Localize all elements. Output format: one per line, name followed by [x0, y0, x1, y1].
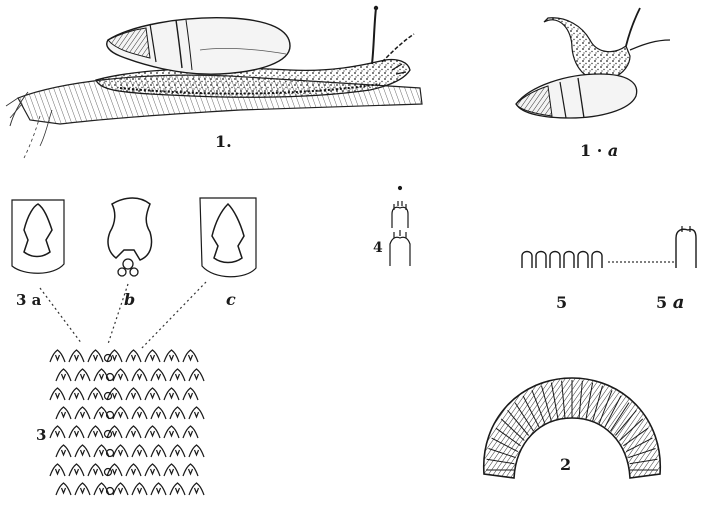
radula-tooth [107, 388, 122, 400]
radula-tooth [145, 426, 160, 438]
figure-5-tooth-row [522, 252, 602, 269]
radula-tooth [132, 369, 147, 381]
radula-tooth [75, 445, 90, 457]
radula-tooth [50, 426, 65, 438]
row-tooth [550, 252, 560, 269]
radula-tooth [113, 407, 128, 419]
radula-tooth [183, 426, 198, 438]
radula-tooth [164, 464, 179, 476]
snail-1a-foot [544, 18, 630, 80]
row-tooth [592, 252, 602, 269]
figure-3a-label: 3 a [16, 291, 42, 309]
snail-tentacle [372, 8, 376, 64]
radula-tooth [183, 464, 198, 476]
radula-tooth [69, 350, 84, 362]
figure-4-small-teeth [390, 187, 410, 267]
radula-tooth [132, 445, 147, 457]
radula-tooth [151, 369, 166, 381]
figure-5a-label: 5 a [656, 292, 684, 313]
radula-tooth [170, 407, 185, 419]
radula-tooth [56, 407, 71, 419]
radula-tooth [75, 407, 90, 419]
radula-tooth [189, 407, 204, 419]
radula-tooth [151, 407, 166, 419]
radula-tooth [50, 388, 65, 400]
radula-tooth [88, 350, 103, 362]
radula-tooth [126, 426, 141, 438]
figure-1-label: 1. [215, 132, 232, 151]
radula-tooth [69, 464, 84, 476]
radula-tooth [50, 350, 65, 362]
radula-tooth [132, 483, 147, 495]
radula-tooth [170, 445, 185, 457]
radula-tooth [75, 369, 90, 381]
radula-tooth [56, 369, 71, 381]
radula-tooth [113, 483, 128, 495]
figure-1a-snail-side-view [516, 8, 670, 118]
radula-tooth [75, 483, 90, 495]
figure-3b-lateral-tooth [108, 198, 152, 276]
figure-1-snail-on-branch [6, 6, 422, 158]
figure-3c-marginal-tooth [200, 198, 256, 277]
radula-tooth [88, 426, 103, 438]
radula-tooth [132, 407, 147, 419]
figure-5a-single-tooth [676, 229, 696, 268]
radula-tooth [170, 483, 185, 495]
figure-4-label: 4 [373, 240, 383, 256]
radula-tooth [183, 388, 198, 400]
radula-tooth [50, 464, 65, 476]
snail-tentacle [382, 34, 414, 62]
radula-tooth [151, 483, 166, 495]
figure-3b-label: b [124, 290, 135, 309]
radula-tooth [164, 350, 179, 362]
radula-tooth [145, 464, 160, 476]
radula-tooth [69, 388, 84, 400]
radula-tooth [56, 483, 71, 495]
figure-5-label: 5 [556, 293, 567, 312]
figure-2-jaw [484, 378, 661, 478]
radula-tooth [126, 350, 141, 362]
radula-tooth [126, 464, 141, 476]
radula-tooth [126, 388, 141, 400]
figure-3c-label: c [226, 290, 236, 309]
row-tooth [522, 252, 532, 269]
leader-lines [40, 282, 206, 350]
radula-tooth [189, 369, 204, 381]
radula-tooth [113, 369, 128, 381]
figure-3-radula [50, 350, 204, 495]
row-tooth [578, 252, 588, 269]
radula-tooth [107, 426, 122, 438]
radula-tooth [88, 388, 103, 400]
radula-tooth [69, 426, 84, 438]
radula-tooth [113, 445, 128, 457]
row-tooth [564, 252, 574, 269]
radula-tooth [145, 350, 160, 362]
radula-tooth [189, 483, 204, 495]
radula-tooth [164, 388, 179, 400]
radula-tooth [56, 445, 71, 457]
radula-tooth [151, 445, 166, 457]
radula-tooth [164, 426, 179, 438]
radula-tooth [107, 350, 122, 362]
radula-tooth [107, 464, 122, 476]
radula-tooth [183, 350, 198, 362]
radula-tooth [145, 388, 160, 400]
row-tooth [536, 252, 546, 269]
figure-2-label: 2 [560, 455, 571, 474]
radula-tooth [170, 369, 185, 381]
radula-tooth [88, 464, 103, 476]
radula-tooth [189, 445, 204, 457]
figure-1a-label: 1 · a [580, 141, 618, 160]
figure-3a-central-tooth [12, 200, 64, 273]
figure-3-label: 3 [36, 426, 46, 444]
